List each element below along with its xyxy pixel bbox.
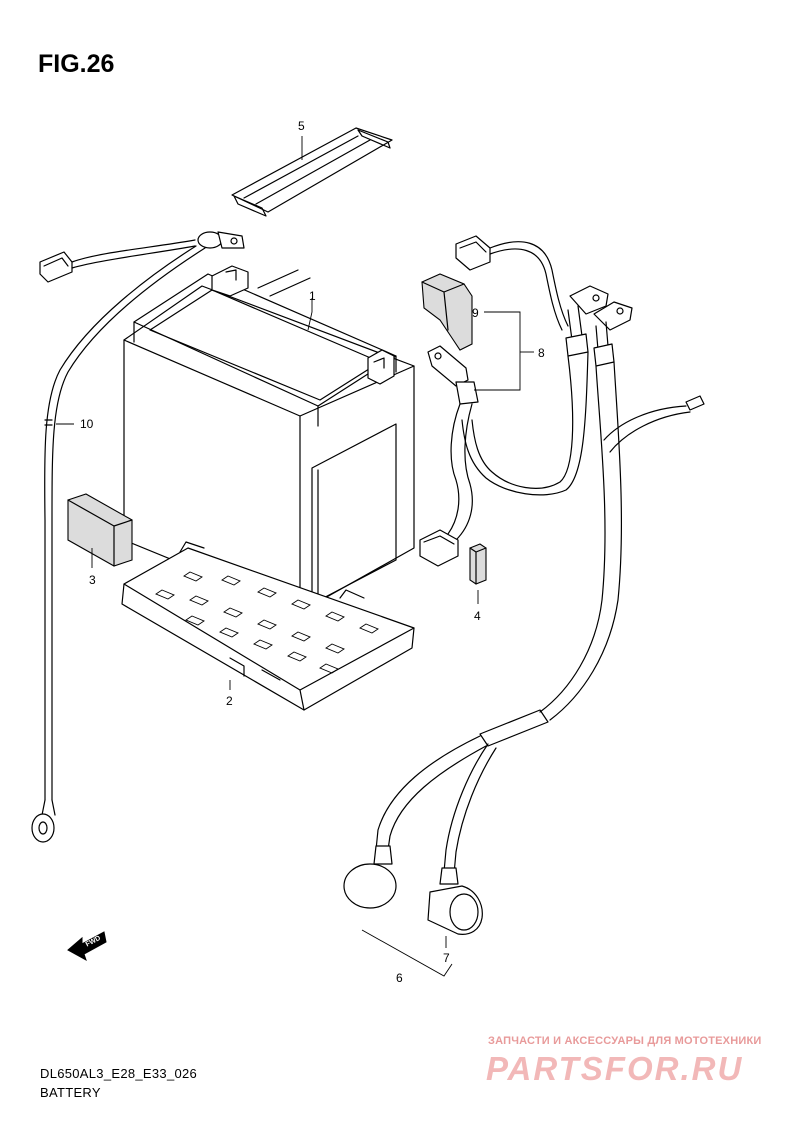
- battery-strap: [231, 127, 393, 217]
- cable-with-caps: [343, 301, 705, 935]
- watermark-logo: PARTSFOR.RU: [486, 1050, 744, 1087]
- watermark-tagline: ЗАПЧАСТИ И АКСЕССУАРЫ ДЛЯ МОТОТЕХНИКИ: [488, 1035, 762, 1047]
- callout-3: 3: [89, 573, 96, 587]
- callout-5: 5: [298, 119, 305, 133]
- callout-1: 1: [309, 289, 316, 303]
- callout-4: 4: [474, 609, 481, 623]
- forward-arrow-icon: FWD: [67, 931, 107, 962]
- callout-10: 10: [80, 417, 94, 431]
- battery-pad: [67, 493, 133, 567]
- callout-leaders: [56, 136, 534, 977]
- figure-name: BATTERY: [40, 1085, 101, 1100]
- callout-2: 2: [226, 694, 233, 708]
- callout-8: 8: [538, 346, 545, 360]
- spacer: [469, 543, 487, 585]
- callout-6: 6: [396, 971, 403, 985]
- lead-wire-left: [31, 231, 245, 843]
- figure-code: DL650AL3_E28_E33_026: [40, 1066, 198, 1081]
- callout-7: 7: [443, 951, 450, 965]
- callout-9: 9: [472, 306, 479, 320]
- battery-harness: [419, 235, 609, 567]
- battery-tray: [121, 541, 415, 711]
- battery: [123, 265, 415, 613]
- terminal-cover: [421, 273, 473, 351]
- figure-title: FIG.26: [38, 50, 115, 78]
